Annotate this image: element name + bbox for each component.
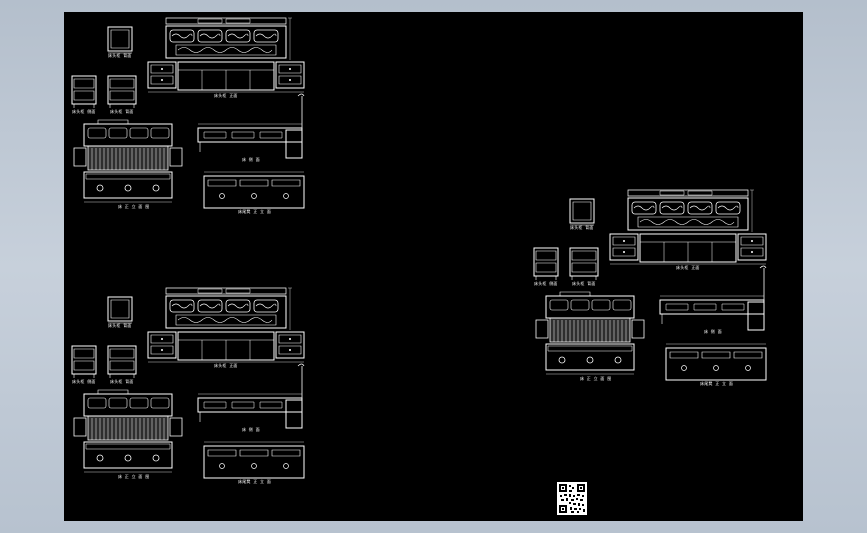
- sheet-top-left: [71, 17, 305, 209]
- qr-code-icon: [557, 482, 587, 515]
- caption-mirror: 床头柜 背面: [570, 225, 594, 230]
- caption-side2: 床头柜 背面: [110, 379, 134, 384]
- caption-side1: 床头柜 侧面: [72, 109, 96, 114]
- sheet-right: [533, 189, 767, 381]
- caption-bed-front: 床 正 立 面 图: [118, 204, 150, 209]
- caption-side1: 床头柜 侧面: [72, 379, 96, 384]
- drawing-canvas[interactable]: 床头柜 背面 床头柜 正面 床头柜 侧面 床头柜 背面 床 侧 面 床 正 立 …: [64, 12, 803, 521]
- caption-bed-front: 床 正 立 面 图: [118, 474, 150, 479]
- caption-headboard: 床头柜 正面: [214, 363, 238, 368]
- caption-bed-front: 床 正 立 面 图: [580, 376, 612, 381]
- sheet-bottom-left: [71, 287, 305, 479]
- caption-stool: 床尾凳 正 立 面: [700, 381, 734, 386]
- caption-bed-side: 床 侧 面: [704, 329, 722, 334]
- caption-side2: 床头柜 背面: [572, 281, 596, 286]
- caption-mirror: 床头柜 背面: [108, 53, 132, 58]
- caption-headboard: 床头柜 正面: [676, 265, 700, 270]
- caption-bed-side: 床 侧 面: [242, 157, 260, 162]
- caption-stool: 床尾凳 正 立 面: [238, 479, 272, 484]
- caption-mirror: 床头柜 背面: [108, 323, 132, 328]
- caption-headboard: 床头柜 正面: [214, 93, 238, 98]
- caption-side1: 床头柜 侧面: [534, 281, 558, 286]
- caption-stool: 床尾凳 正 立 面: [238, 209, 272, 214]
- caption-side2: 床头柜 背面: [110, 109, 134, 114]
- caption-bed-side: 床 侧 面: [242, 427, 260, 432]
